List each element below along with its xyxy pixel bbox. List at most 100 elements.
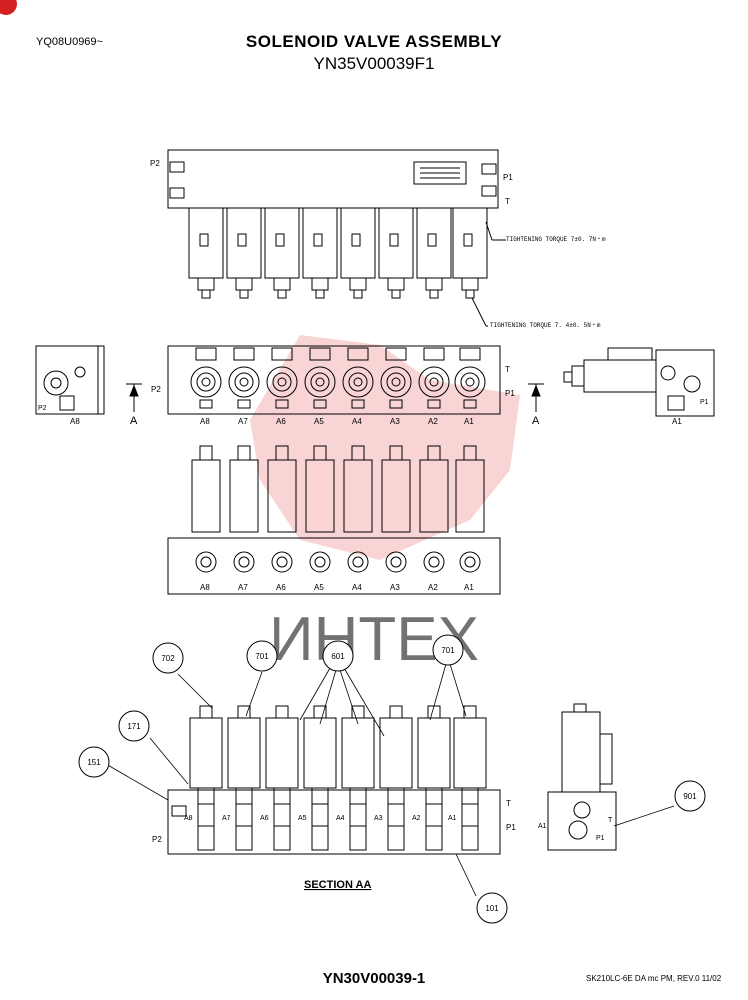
- section-port-t: T: [506, 799, 511, 808]
- balloon-151: [78, 746, 110, 778]
- front-valve-cap: [271, 347, 293, 361]
- balloon-101: [476, 892, 508, 924]
- top-solenoid-window: [237, 233, 247, 247]
- top-solenoid-stem: [391, 289, 401, 299]
- top-solenoid-nut: [311, 277, 329, 291]
- section-port-label: A5: [298, 815, 307, 822]
- front-valve-cap: [195, 347, 217, 361]
- balloon-label: 151: [87, 758, 101, 767]
- document-code: YQ08U0969~: [36, 36, 103, 48]
- top-solenoid-coil: [452, 207, 488, 279]
- balloon-label: 901: [683, 792, 697, 801]
- bottom-valve-coil: [305, 459, 335, 533]
- top-solenoid-window: [389, 233, 399, 247]
- bottom-port-core: [276, 556, 288, 568]
- corner-logo: [0, 0, 17, 15]
- top-solenoid-window: [351, 233, 361, 247]
- section-port-p1: P1: [506, 823, 516, 832]
- left-side-port-p2: P2: [38, 405, 47, 412]
- front-valve-core: [465, 377, 475, 387]
- section-arrow-right: [528, 383, 544, 412]
- bottom-port-core: [464, 556, 476, 568]
- bottom-port-label: A8: [200, 583, 210, 592]
- section-port-label: A7: [222, 815, 231, 822]
- section-valve-coil: [189, 717, 223, 789]
- front-valve-core: [391, 377, 401, 387]
- bottom-port-ring: [385, 551, 407, 573]
- top-solenoid-stem: [465, 289, 475, 299]
- top-solenoid-nut: [349, 277, 367, 291]
- bottom-port-ring: [233, 551, 255, 573]
- top-solenoid-nut: [197, 277, 215, 291]
- bottom-port-core: [314, 556, 326, 568]
- front-valve-body: [266, 366, 298, 398]
- front-valve-core: [315, 377, 325, 387]
- front-valve-body: [228, 366, 260, 398]
- section-valve-spool: [235, 787, 253, 851]
- top-solenoid-stem: [239, 289, 249, 299]
- balloon-701: [432, 634, 464, 666]
- top-solenoid-window: [313, 233, 323, 247]
- balloon-leaders: [105, 663, 675, 897]
- bottom-valve-cap: [237, 445, 251, 461]
- front-port-label: A5: [314, 417, 324, 426]
- bottom-valve-coil: [419, 459, 449, 533]
- section-port-label: A8: [184, 815, 193, 822]
- front-port-label: A4: [352, 417, 362, 426]
- top-solenoid-coil: [378, 207, 414, 279]
- section-valve-cap: [275, 705, 289, 719]
- front-valve-port: [237, 399, 251, 409]
- front-valve-body: [418, 366, 450, 398]
- bottom-port-ring: [309, 551, 331, 573]
- top-solenoid-window: [427, 233, 437, 247]
- front-port-p2: P2: [151, 385, 161, 394]
- bottom-valve-coil: [381, 459, 411, 533]
- section-valve-spool: [387, 787, 405, 851]
- section-caption: SECTION AA: [304, 879, 371, 891]
- front-valve-core: [277, 377, 287, 387]
- front-valve-port: [351, 399, 365, 409]
- top-solenoid-coil: [302, 207, 338, 279]
- section-marker-left: A: [130, 415, 138, 427]
- top-solenoid-coil: [264, 207, 300, 279]
- section-valve-cap: [463, 705, 477, 719]
- front-valve-cap: [347, 347, 369, 361]
- section-side-label: A1: [538, 823, 547, 830]
- section-valve-coil: [379, 717, 413, 789]
- top-solenoid-window: [463, 233, 473, 247]
- section-valve-spool: [425, 787, 443, 851]
- front-valve-port: [275, 399, 289, 409]
- top-solenoid-coil: [226, 207, 262, 279]
- section-valve-spool: [273, 787, 291, 851]
- top-solenoid-stem: [353, 289, 363, 299]
- front-valve-port: [389, 399, 403, 409]
- bottom-port-ring: [347, 551, 369, 573]
- section-valve-spool: [311, 787, 329, 851]
- front-port-label: A7: [238, 417, 248, 426]
- bottom-port-core: [428, 556, 440, 568]
- front-port-label: A6: [276, 417, 286, 426]
- front-valve-cap: [309, 347, 331, 361]
- balloon-label: 701: [441, 646, 455, 655]
- balloon-601: [322, 640, 354, 672]
- footer-drawing-number: YN30V00039-1: [322, 970, 426, 987]
- section-valve-spool: [197, 787, 215, 851]
- top-solenoid-coil: [188, 207, 224, 279]
- bottom-valve-coil: [229, 459, 259, 533]
- top-solenoid-nut: [387, 277, 405, 291]
- bottom-port-ring: [459, 551, 481, 573]
- drawing-part-number: YN35V00039F1: [313, 54, 435, 73]
- front-valve-port: [427, 399, 441, 409]
- bottom-port-ring: [271, 551, 293, 573]
- bottom-port-label: A1: [464, 583, 474, 592]
- section-port-label: A2: [412, 815, 421, 822]
- drawing-title: SOLENOID VALVE ASSEMBLY: [245, 32, 503, 51]
- front-valve-ring: [460, 372, 480, 392]
- section-valve-cap: [199, 705, 213, 719]
- top-solenoid-window: [199, 233, 209, 247]
- section-side-port-t: T: [608, 817, 613, 824]
- section-valve-cap: [389, 705, 403, 719]
- section-port-label: A3: [374, 815, 383, 822]
